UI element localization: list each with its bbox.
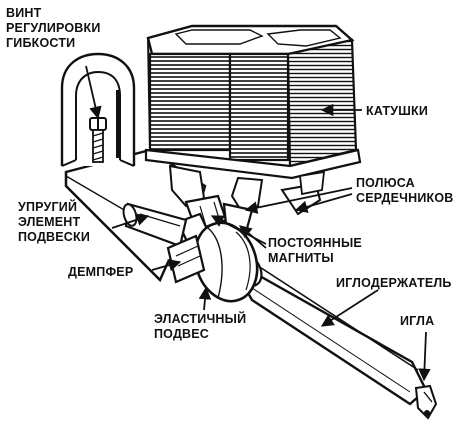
arrow-screw — [85, 65, 102, 120]
arrow-stylus — [418, 331, 431, 382]
label-stylus: ИГЛА — [400, 314, 435, 328]
label-damper: ДЕМПФЕР — [68, 265, 134, 279]
stylus-tip — [414, 384, 438, 420]
label-elastic-suspension: ЭЛАСТИЧНЫЙ ПОДВЕС — [154, 312, 247, 341]
label-spring-element: УПРУГИЙ ЭЛЕМЕНТ ПОДВЕСКИ — [18, 200, 91, 244]
label-coils: КАТУШКИ — [366, 104, 429, 118]
label-adjustment-screw: ВИНТ РЕГУЛИРОВКИ ГИБКОСТИ — [6, 6, 101, 50]
arrow-magnets-2 — [239, 225, 267, 249]
arrow-cantilever — [320, 289, 379, 327]
arrow-suspension — [198, 286, 212, 311]
adjustment-screw — [89, 117, 107, 163]
arrow-spring — [111, 213, 150, 229]
arrow-damper — [151, 259, 182, 272]
leader-arrows — [85, 65, 431, 382]
arrow-poles-1 — [244, 187, 353, 214]
coil-block — [144, 24, 362, 180]
label-cantilever: ИГЛОДЕРЖАТЕЛЬ — [336, 276, 452, 290]
label-permanent-magnets: ПОСТОЯННЫЕ МАГНИТЫ — [268, 236, 362, 265]
arrow-poles-2 — [294, 193, 353, 213]
label-pole-pieces: ПОЛЮСА СЕРДЕЧНИКОВ — [356, 176, 454, 205]
